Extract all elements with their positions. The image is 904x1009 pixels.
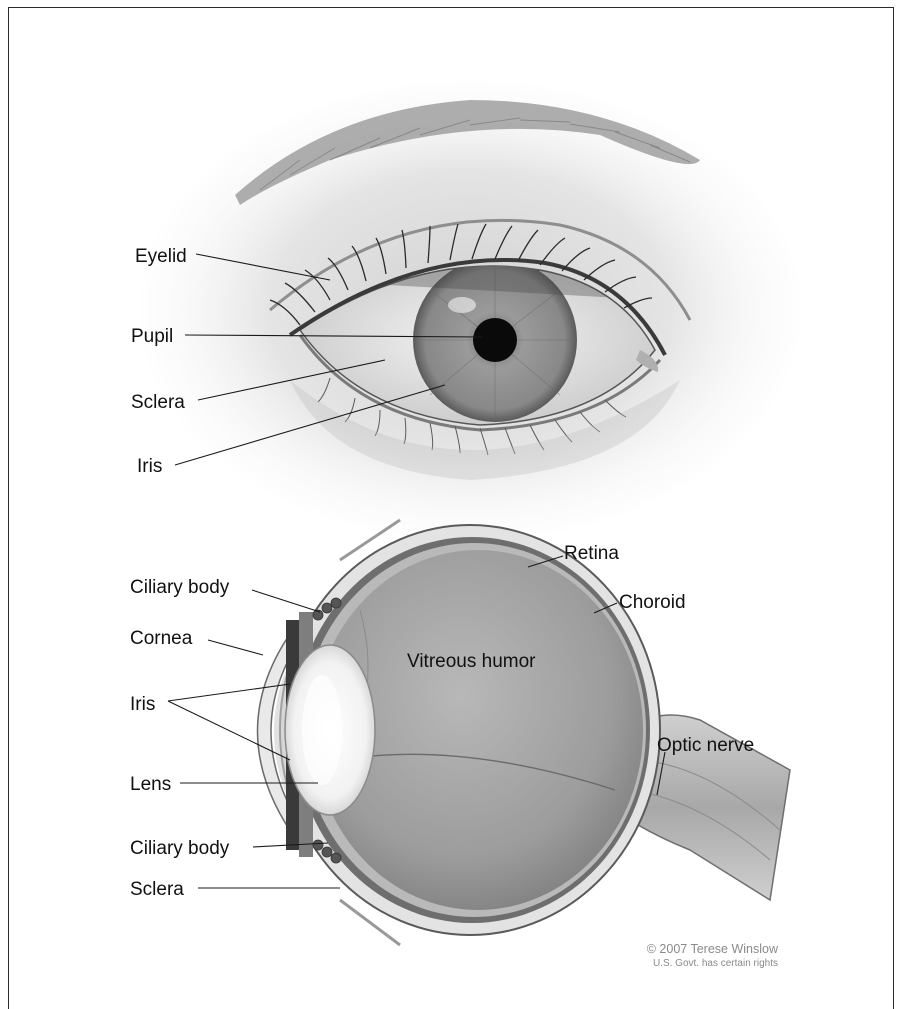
- label-iris-bottom: Iris: [130, 694, 155, 715]
- credit-line-1: © 2007 Terese Winslow: [647, 942, 779, 956]
- external-eye-illustration: [140, 80, 800, 540]
- label-vitreous-humor: Vitreous humor: [407, 651, 536, 672]
- label-pupil: Pupil: [131, 326, 173, 347]
- copyright-credit: © 2007 Terese Winslow U.S. Govt. has cer…: [647, 942, 779, 969]
- label-cornea: Cornea: [130, 628, 193, 649]
- label-lens: Lens: [130, 774, 171, 795]
- label-choroid: Choroid: [619, 592, 686, 613]
- label-optic-nerve: Optic nerve: [657, 735, 754, 756]
- label-eyelid: Eyelid: [135, 246, 187, 267]
- label-ciliary-body-top: Ciliary body: [130, 577, 230, 598]
- label-retina: Retina: [564, 543, 619, 564]
- label-iris-top: Iris: [137, 456, 162, 477]
- credit-line-2: U.S. Govt. has certain rights: [653, 958, 778, 969]
- label-ciliary-body-bottom: Ciliary body: [130, 838, 230, 859]
- pupil: [473, 318, 517, 362]
- label-sclera-top: Sclera: [131, 392, 185, 413]
- eye-cross-section-illustration: [258, 520, 791, 945]
- label-sclera-bottom: Sclera: [130, 879, 184, 900]
